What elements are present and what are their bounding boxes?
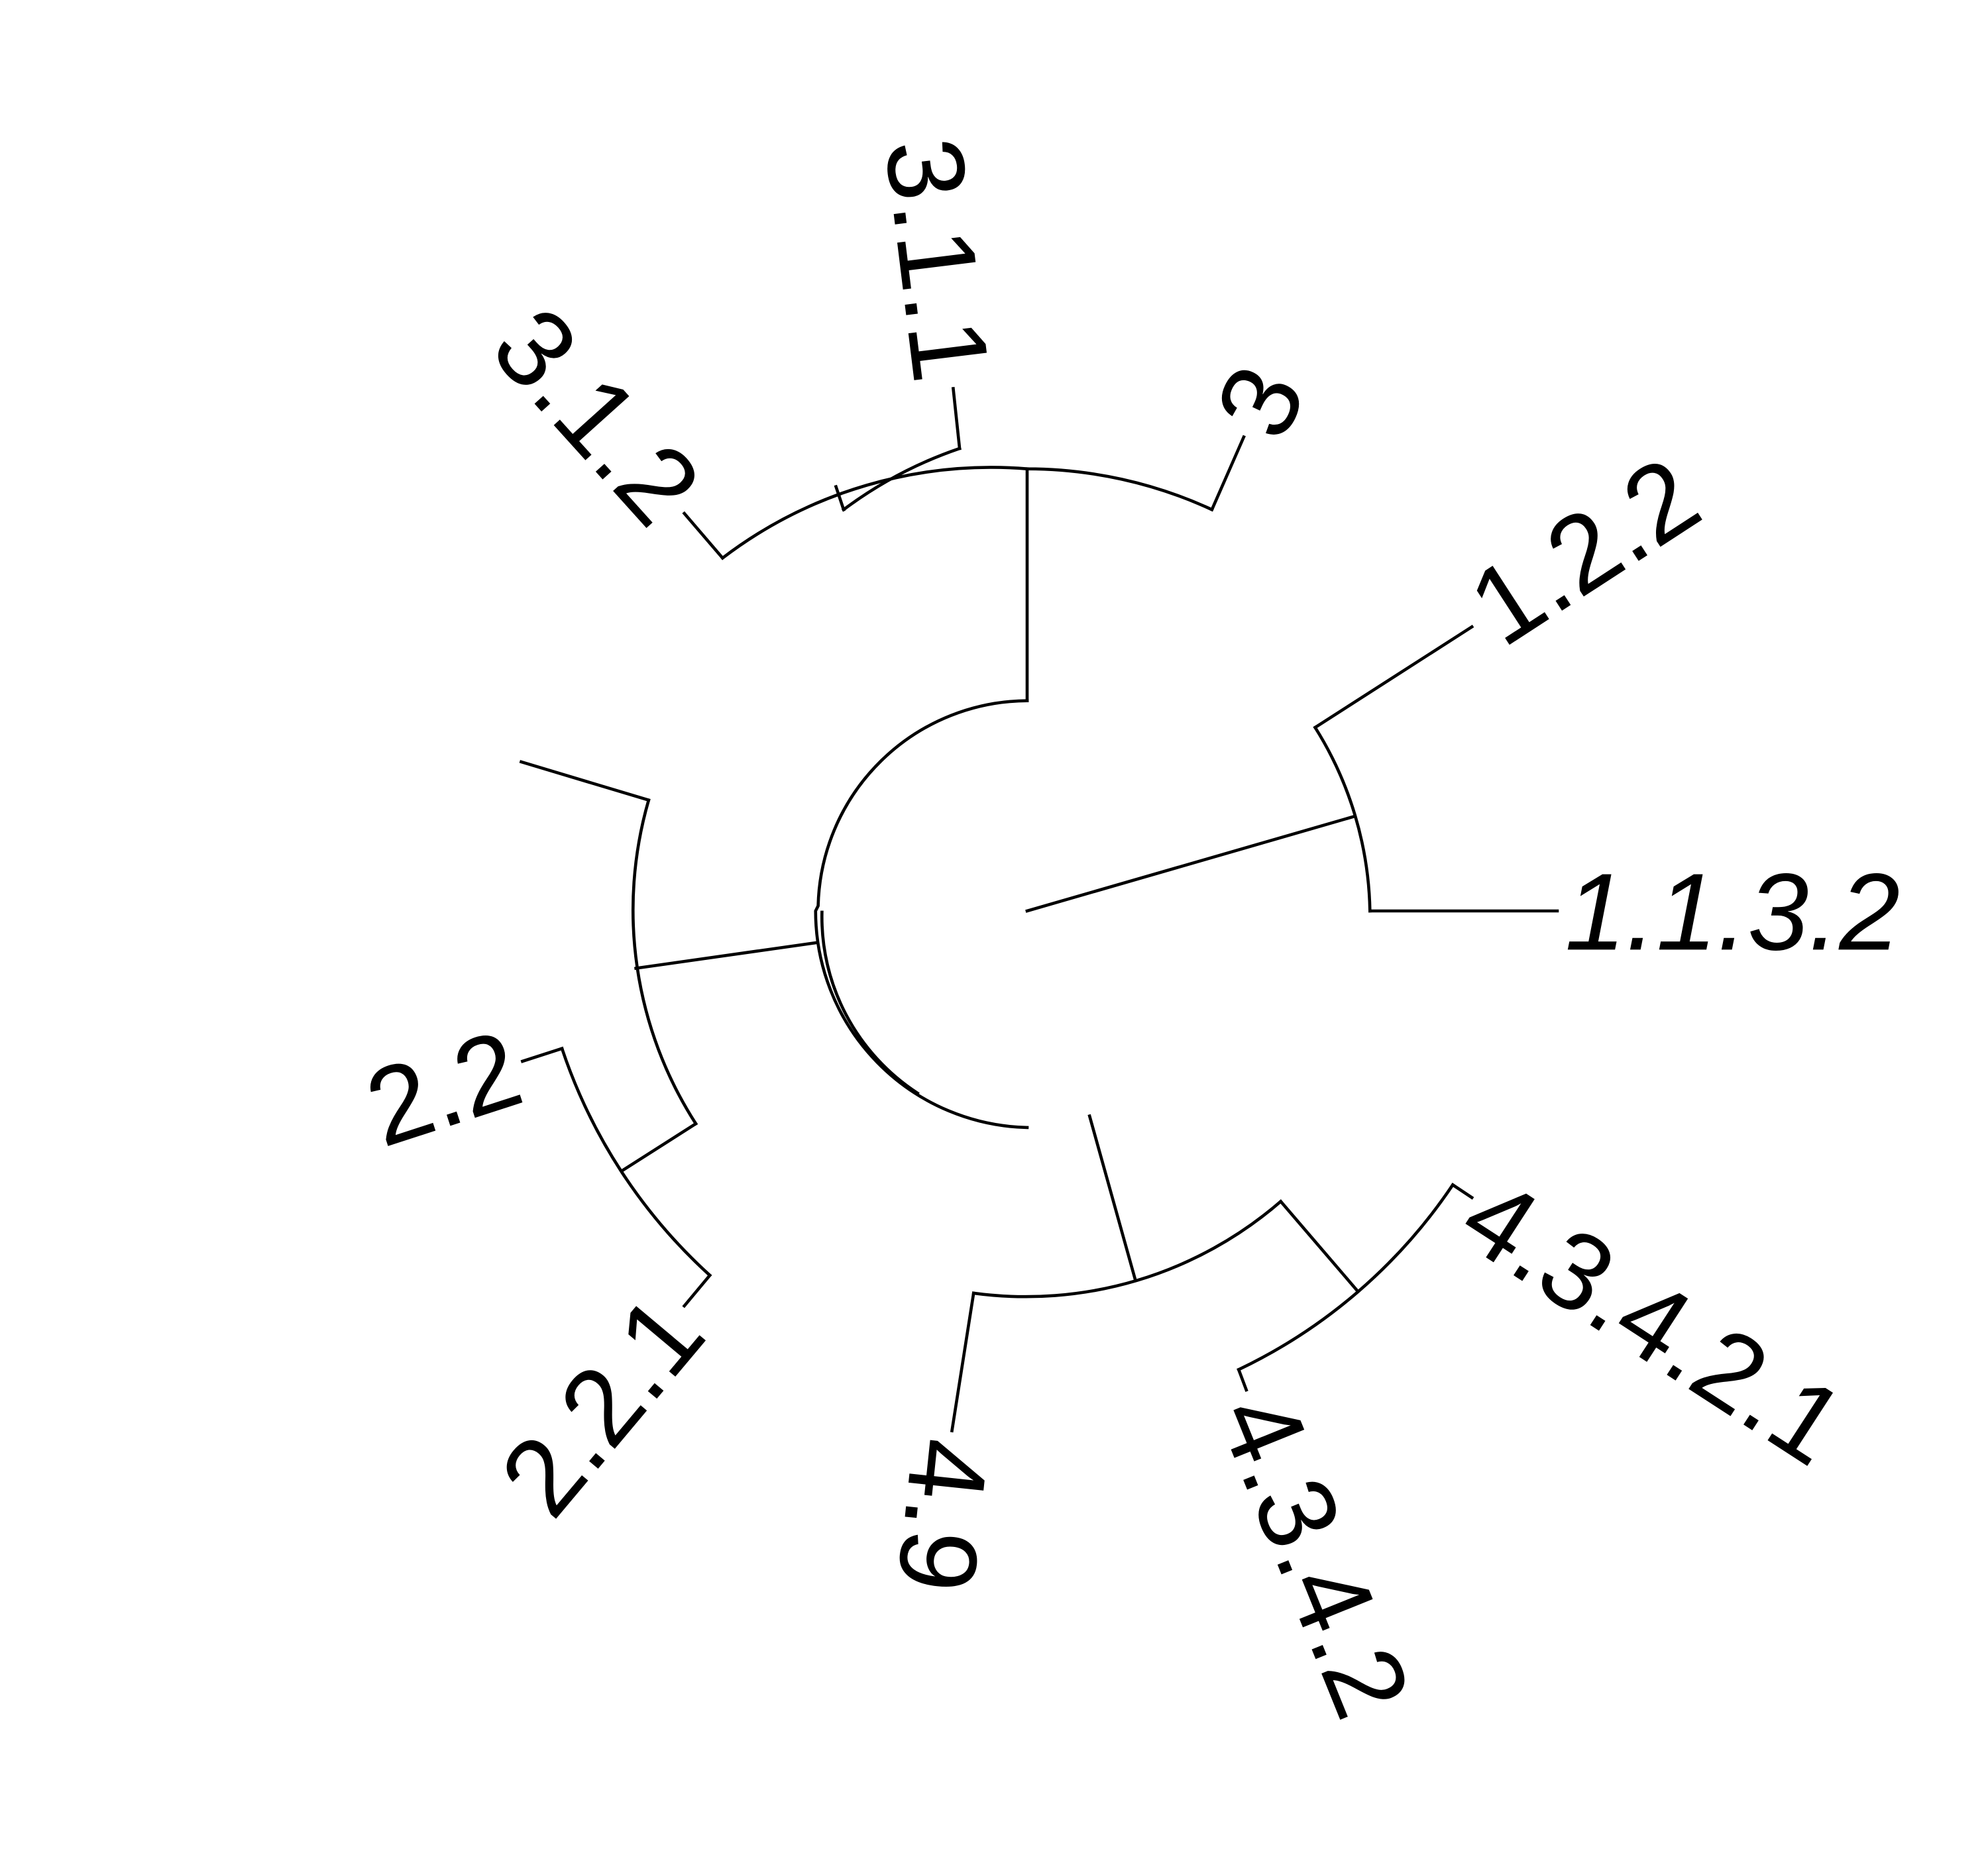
clade-1-stem bbox=[1025, 814, 1356, 913]
clade-2-arc bbox=[632, 798, 698, 1126]
clade-4-arc bbox=[971, 1199, 1283, 1298]
branch-1-2-2 bbox=[1313, 624, 1474, 730]
clade-1-arc bbox=[1313, 725, 1372, 913]
branch-open bbox=[519, 760, 651, 802]
tip-label-2-2: 2.2 bbox=[353, 1007, 535, 1171]
tip-label-2-2-1: 2.2.1 bbox=[477, 1273, 728, 1538]
tip-label-3-1-2: 3.1.2 bbox=[469, 285, 724, 548]
root-arc bbox=[814, 699, 1029, 1130]
clade-2-stem bbox=[634, 941, 818, 971]
clade-2-2-stem bbox=[620, 1121, 698, 1173]
tip-label-1-2-2: 1.2.2 bbox=[1449, 434, 1720, 669]
branch-3 bbox=[1209, 435, 1246, 512]
branch-4-9 bbox=[950, 1291, 975, 1433]
clade-3-arc bbox=[720, 466, 1214, 560]
tip-label-4-3-4-2: 4.3.4.2 bbox=[1195, 1377, 1434, 1734]
tip-labels: 1.2.2 1.1.3.2 4.3.4.2.1 4.3.4.2 4.9 2.2.… bbox=[353, 132, 1901, 1734]
clade-3-1-arc bbox=[841, 446, 962, 512]
branch-2-2 bbox=[520, 1046, 564, 1063]
branch-3-1-1 bbox=[951, 386, 962, 450]
tip-label-1-1-3-2: 1.1.3.2 bbox=[1565, 851, 1901, 973]
branch-2-2-1 bbox=[682, 1273, 712, 1308]
branch-3-1-2 bbox=[682, 511, 725, 560]
clade-4-3-arc bbox=[1237, 1183, 1455, 1372]
tree-branches bbox=[519, 386, 1559, 1433]
tip-label-4-3-4-2-1: 4.3.4.2.1 bbox=[1441, 1154, 1866, 1489]
branch-4-3-4-2 bbox=[1237, 1367, 1248, 1393]
root-arc-inner bbox=[820, 910, 920, 1096]
clade-3-1-link bbox=[834, 484, 846, 512]
clade-2-2-arc bbox=[560, 1046, 712, 1278]
branch-4-3-4-2-1 bbox=[1451, 1183, 1474, 1200]
tip-label-4-9: 4.9 bbox=[874, 1433, 1012, 1597]
tip-label-3: 3 bbox=[1192, 348, 1329, 456]
clade-4-3-stem bbox=[1278, 1199, 1360, 1293]
tip-label-3-1-1: 3.1.1 bbox=[861, 132, 1013, 389]
clade-4-stem bbox=[1087, 1114, 1138, 1283]
